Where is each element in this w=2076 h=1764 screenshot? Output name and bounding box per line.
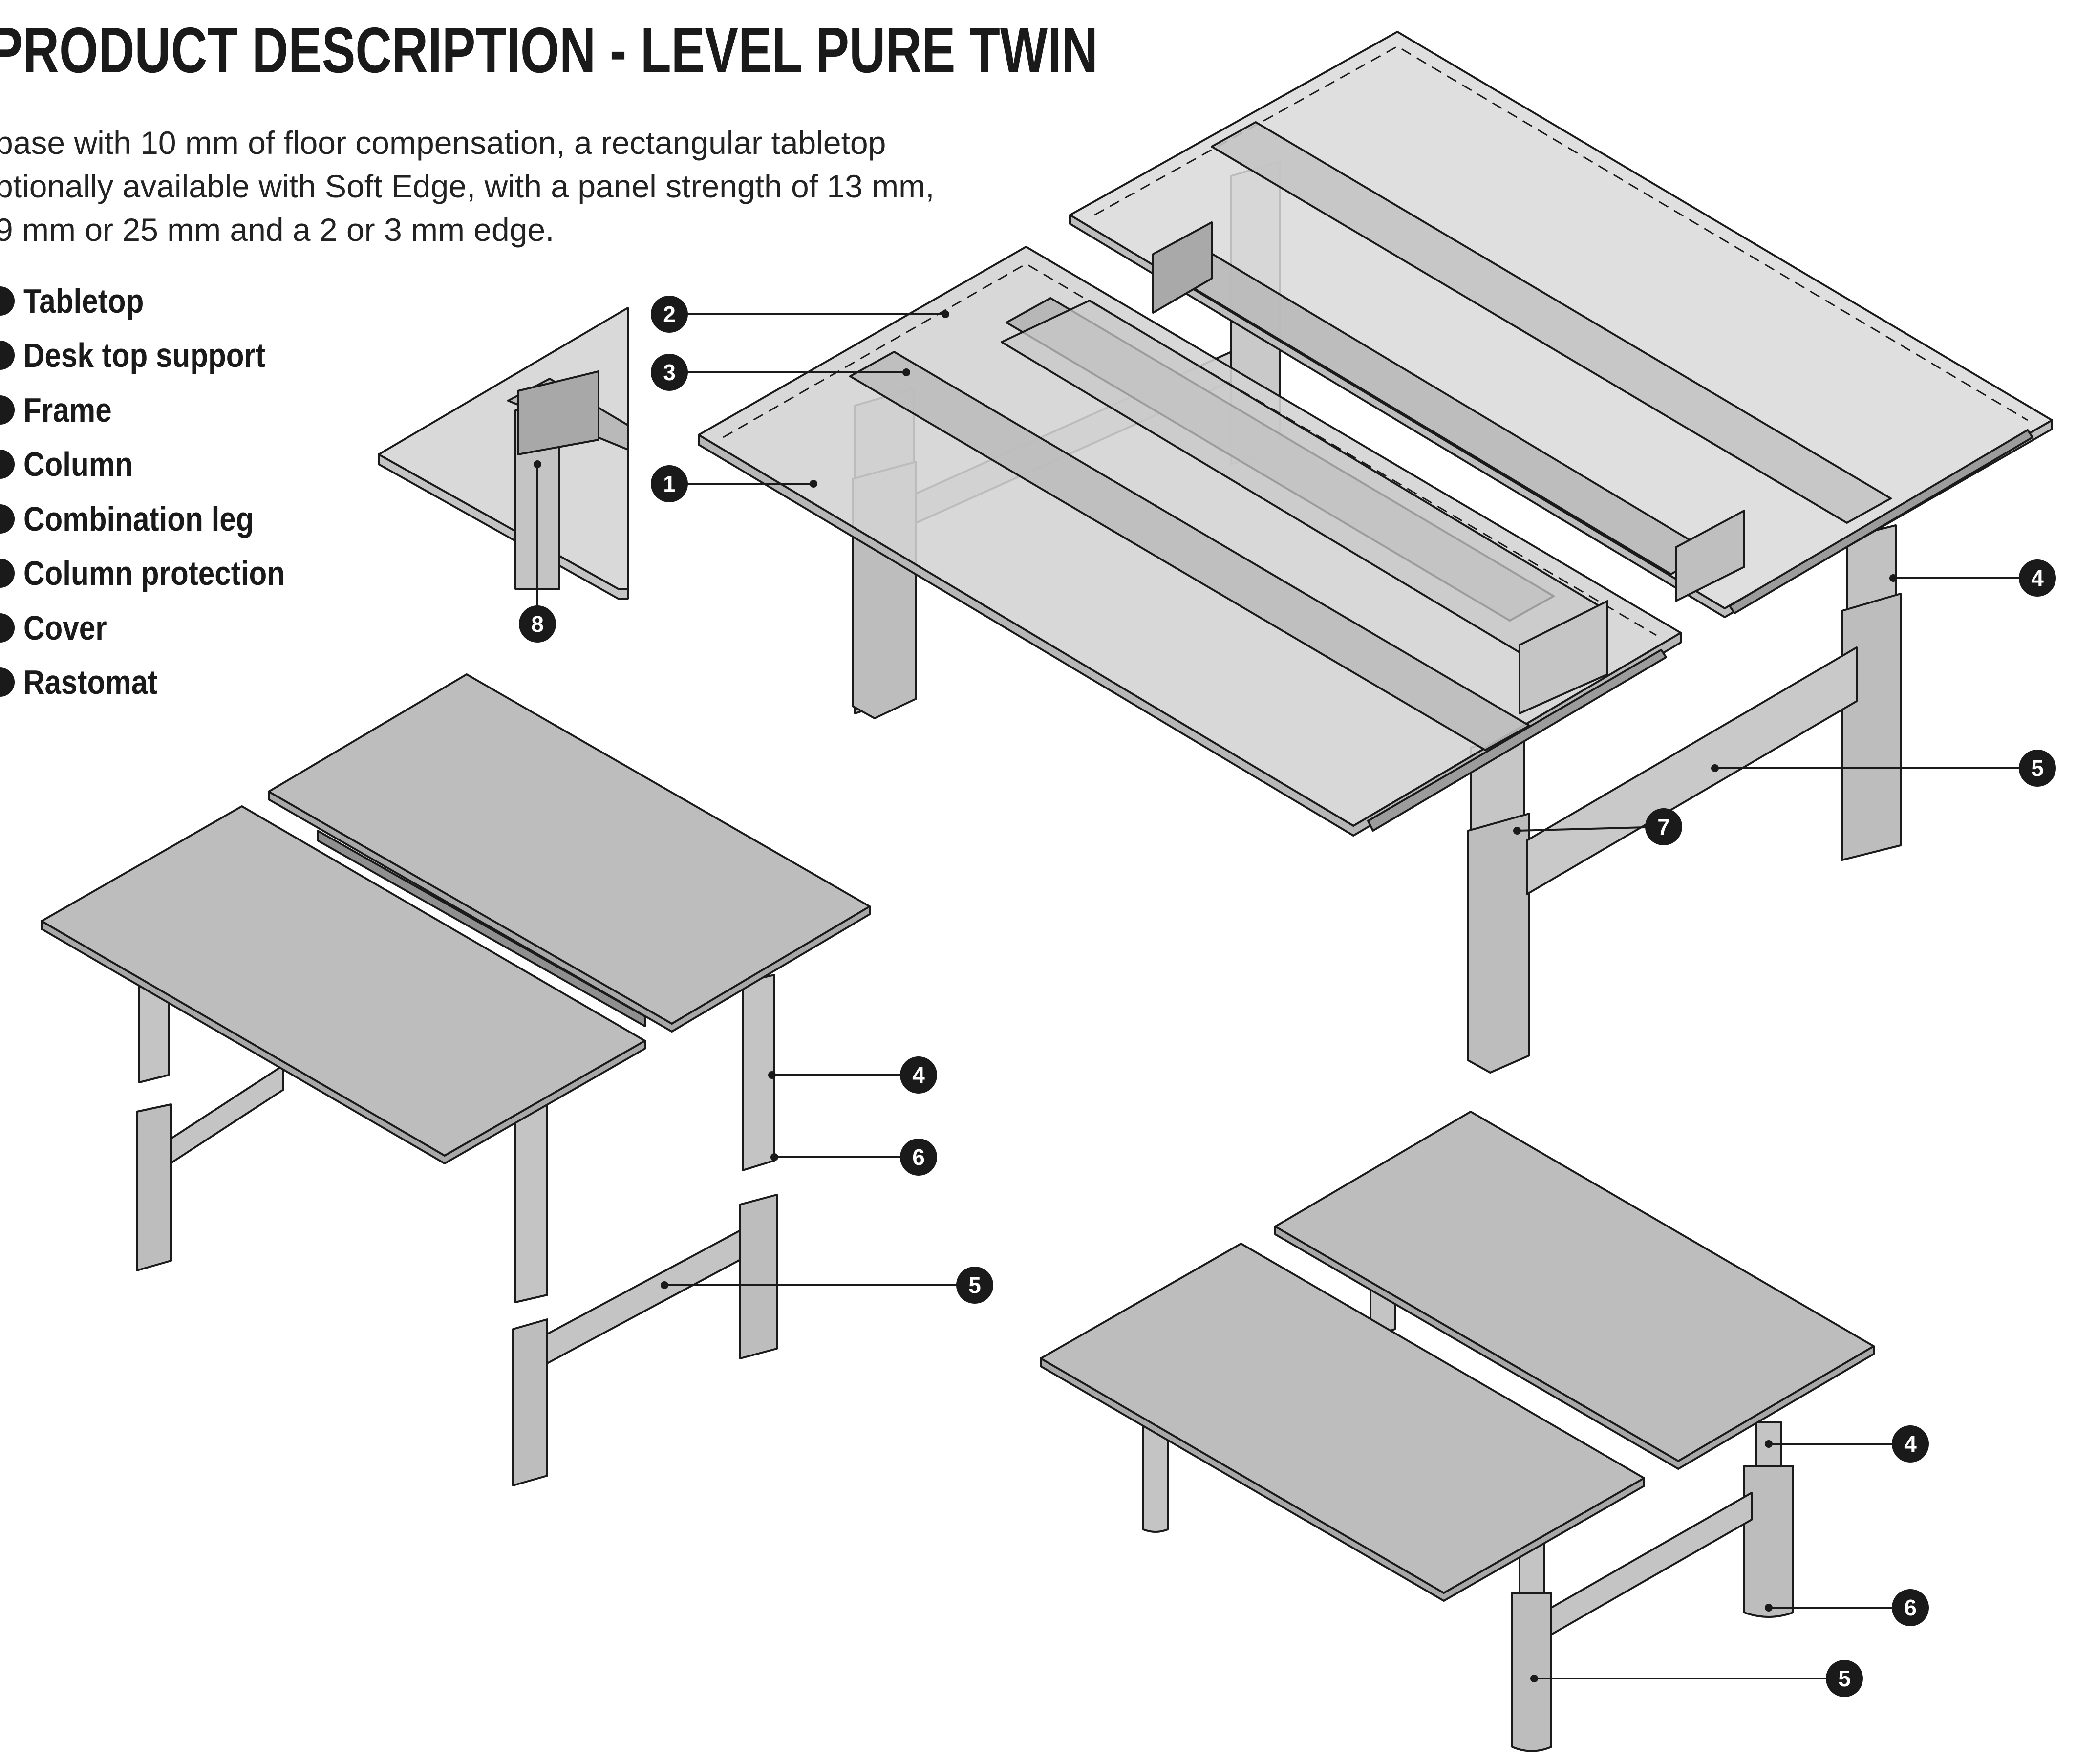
main-back-tabletop-dashed <box>1094 45 2028 421</box>
page-title: PRODUCT DESCRIPTION - LEVEL PURE TWIN <box>0 14 1098 86</box>
left-leg <box>739 1194 778 1359</box>
main-front-right-leg <box>1467 813 1530 1074</box>
product-description: base with 10 mm of floor compensation, a… <box>0 121 934 252</box>
bottom-front-tabletop-edge <box>1040 1357 1645 1602</box>
callout-number: 6 <box>912 1144 925 1170</box>
main-back-bracket <box>1675 510 1745 602</box>
callout-badge: 3 <box>651 354 688 391</box>
main-back-frame-rail <box>1211 121 1892 524</box>
detail-tabletop-edge <box>378 453 629 600</box>
callout-number: 4 <box>1904 1431 1917 1457</box>
main-soft-edge <box>1729 429 2033 614</box>
main-back-tabletop-edge <box>1069 214 2053 618</box>
left-frame-lower <box>546 1226 749 1364</box>
callout-badge: 5 <box>956 1267 993 1304</box>
callout-number: 6 <box>1904 1595 1917 1620</box>
legend-label: Tabletop <box>23 281 144 320</box>
legend-item-desk-top-support: Desk top support <box>0 328 327 383</box>
main-soft-edge <box>1367 649 1667 832</box>
legend-item-column: Column <box>0 437 327 492</box>
callout-badge: 8 <box>519 605 556 643</box>
legend-item-column-protection: Column protection <box>0 546 327 601</box>
main-front-tabletop-edge <box>698 434 1682 837</box>
left-frame <box>170 1064 284 1164</box>
bottom-callout-leaders <box>1534 1443 1901 1679</box>
left-cable-tray <box>317 830 646 1027</box>
callout-badge: 1 <box>651 465 688 502</box>
legend-label: Column protection <box>23 554 285 593</box>
left-callout-leaders <box>664 1074 960 1286</box>
description-line: ptionally available with Soft Edge, with… <box>0 168 935 204</box>
detail-inset <box>378 307 629 606</box>
description-line: 9 mm or 25 mm and a 2 or 3 mm edge. <box>0 212 555 248</box>
left-front-tabletop-edge <box>41 920 646 1164</box>
callout-badge: 6 <box>1892 1589 1929 1626</box>
callout-number: 4 <box>912 1062 925 1088</box>
legend-label: Frame <box>23 390 112 429</box>
callout-number: 4 <box>2031 565 2044 591</box>
description-line: base with 10 mm of floor compensation, a… <box>0 125 886 161</box>
left-leg <box>512 1318 548 1486</box>
legend-item-combination-leg: Combination leg <box>0 492 327 546</box>
bottom-round-leg <box>1743 1465 1794 1618</box>
legend-label: Combination leg <box>23 499 254 538</box>
callout-badge: 7 <box>1645 808 1682 845</box>
legend-label: Cover <box>23 608 107 647</box>
parts-legend: Tabletop Desk top support Frame Column C… <box>0 274 327 710</box>
left-exploded-view <box>41 673 960 1486</box>
legend-item-rastomat: Rastomat <box>0 655 327 710</box>
main-callout-dots <box>810 310 1897 835</box>
bottom-round-leg <box>1511 1592 1552 1752</box>
callout-number: 2 <box>663 301 676 327</box>
left-callout-dots <box>661 1071 778 1289</box>
legend-item-cover: Cover <box>0 601 327 655</box>
callout-badge: 5 <box>2019 750 2056 787</box>
bottom-assembled-view <box>1040 1111 1901 1752</box>
callout-number: 5 <box>968 1272 981 1298</box>
callout-number: 5 <box>1838 1666 1851 1691</box>
legend-item-tabletop: Tabletop <box>0 274 327 328</box>
detail-rastomat-dot <box>534 460 541 468</box>
callout-badge: 4 <box>1892 1425 1929 1463</box>
bottom-callout-dots <box>1530 1440 1773 1682</box>
callout-badge: 2 <box>651 296 688 333</box>
callout-number: 7 <box>1657 814 1670 839</box>
main-back-bracket <box>1152 221 1213 314</box>
callout-badge: 4 <box>2019 559 2056 597</box>
main-back-right-leg <box>1841 593 1902 861</box>
left-back-tabletop-edge <box>268 791 871 1033</box>
main-callout-leaders <box>686 313 2042 832</box>
left-column <box>514 1101 548 1303</box>
callout-badge: 6 <box>900 1139 937 1176</box>
main-front-frame-rail <box>849 351 1530 751</box>
main-front-bracket <box>1519 600 1608 714</box>
left-leg <box>136 1103 172 1271</box>
main-front-tabletop-dashed <box>723 263 1657 636</box>
callout-badge: 5 <box>1826 1660 1863 1697</box>
legend-item-frame: Frame <box>0 383 327 437</box>
detail-tabletop <box>378 307 629 590</box>
callout-number: 8 <box>531 611 544 637</box>
callout-badge: 4 <box>900 1056 937 1094</box>
detail-bracket <box>517 370 599 455</box>
main-exploded-view <box>686 31 2053 1074</box>
legend-label: Rastomat <box>23 663 158 702</box>
legend-label: Column <box>23 445 133 484</box>
callout-number: 3 <box>663 360 676 385</box>
bottom-frame <box>1550 1492 1753 1635</box>
callout-badges: 1 2 3 4 5 7 8 4 6 5 4 6 5 <box>519 296 2056 1697</box>
main-cross-frame <box>1526 646 1858 895</box>
bottom-round-column <box>1142 1416 1169 1533</box>
callout-number: 5 <box>2031 755 2044 781</box>
callout-number: 1 <box>663 471 676 496</box>
bottom-back-tabletop-edge <box>1274 1226 1875 1470</box>
legend-label: Desk top support <box>23 336 266 375</box>
